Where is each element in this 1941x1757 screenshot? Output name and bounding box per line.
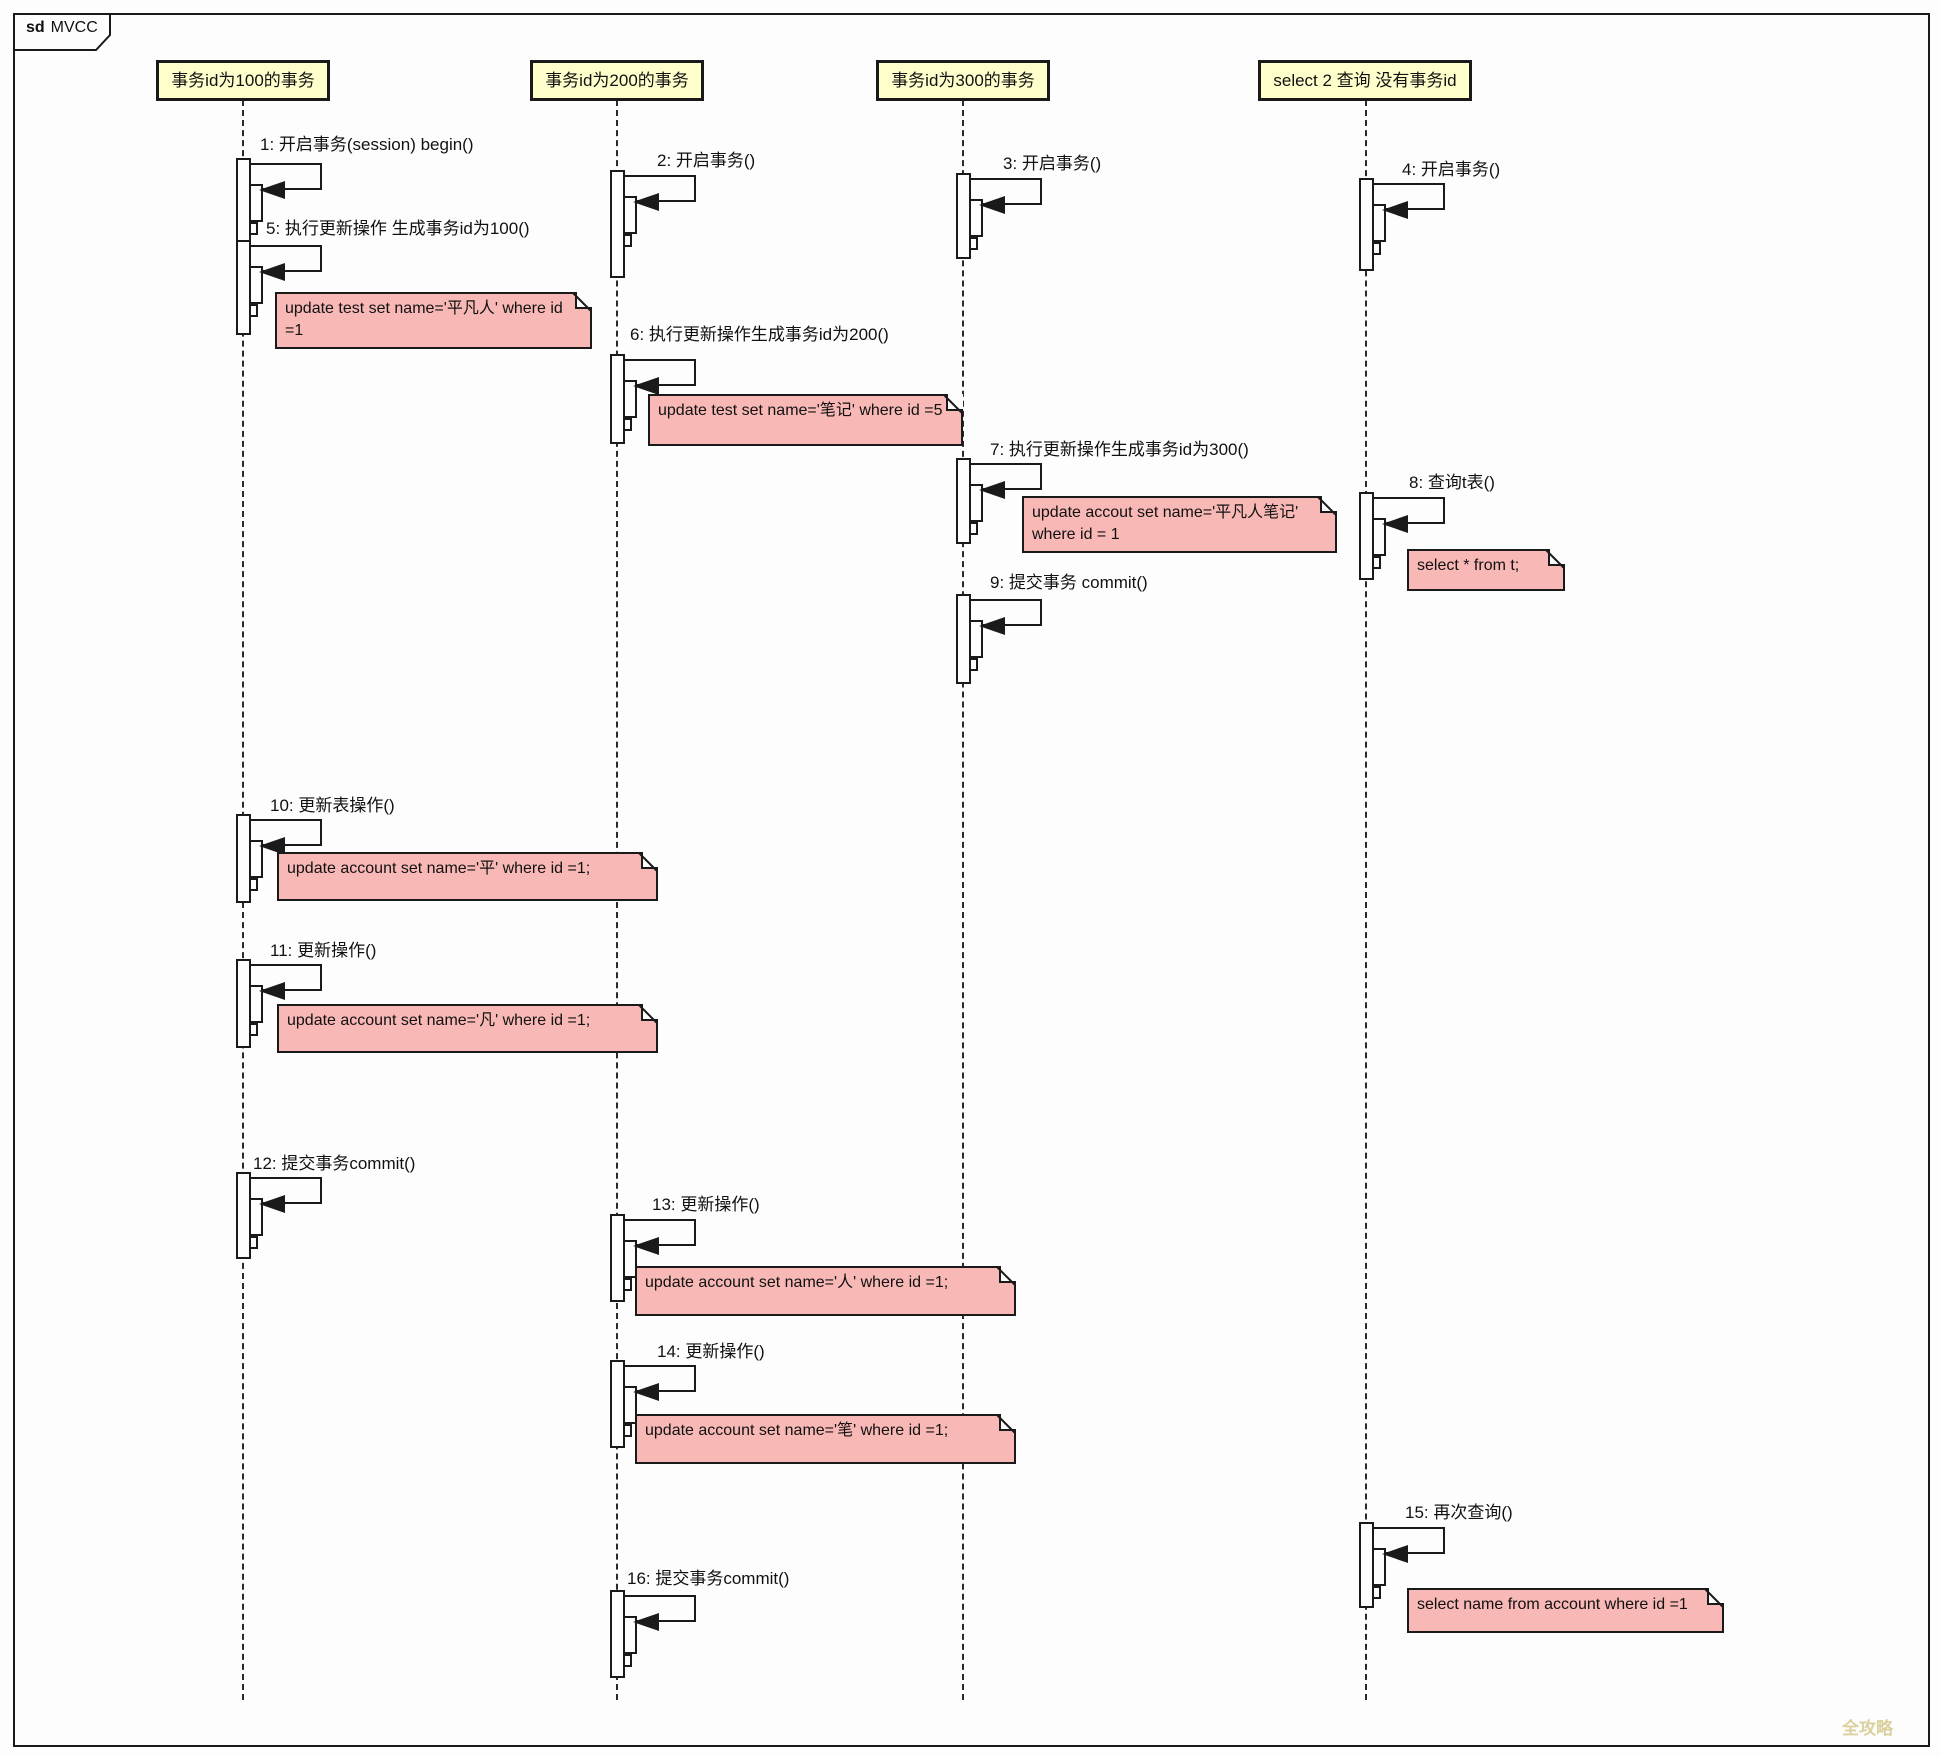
sql-note: update test set name='平凡人' where id =1 bbox=[275, 292, 592, 350]
message-label-1: 1: 开启事务(session) begin() bbox=[260, 135, 474, 154]
self-call-arrow bbox=[624, 1595, 696, 1622]
lifeline-header-tx300: 事务id为300的事务 bbox=[876, 60, 1050, 101]
self-call-arrow bbox=[250, 964, 322, 991]
sql-note-text: update account set name='平' where id =1; bbox=[287, 860, 591, 877]
activation-notch bbox=[249, 222, 258, 235]
message-label-4: 4: 开启事务() bbox=[1402, 160, 1501, 179]
message-label-13: 13: 更新操作() bbox=[652, 1195, 760, 1214]
message-label-7: 7: 执行更新操作生成事务id为300() bbox=[990, 440, 1249, 459]
activation-notch bbox=[249, 1236, 258, 1249]
arrowhead-icon bbox=[1382, 201, 1408, 219]
self-call-arrow bbox=[250, 1177, 322, 1204]
self-call-arrow bbox=[970, 178, 1042, 205]
lifeline-select2 bbox=[1365, 100, 1367, 1700]
activation-notch bbox=[623, 234, 632, 247]
activation-notch bbox=[969, 658, 978, 671]
sql-note-text: update test set name='笔记' where id =5 bbox=[658, 402, 943, 419]
self-call-arrow bbox=[624, 1219, 696, 1246]
message-label-16: 16: 提交事务commit() bbox=[627, 1569, 790, 1588]
activation-notch bbox=[969, 522, 978, 535]
sql-note-text: update accout set name='平凡人笔记' where id … bbox=[1032, 504, 1299, 543]
self-call-arrow bbox=[1373, 497, 1445, 524]
arrowhead-icon bbox=[633, 1613, 659, 1631]
lifeline-header-tx200: 事务id为200的事务 bbox=[530, 60, 704, 101]
arrowhead-icon bbox=[633, 193, 659, 211]
diagram-name: MVCC bbox=[50, 19, 98, 36]
activation-notch bbox=[623, 1654, 632, 1667]
activation-notch bbox=[623, 418, 632, 431]
diagram-frame bbox=[13, 13, 1930, 1747]
arrowhead-icon bbox=[1382, 1545, 1408, 1563]
self-call-arrow bbox=[250, 819, 322, 846]
message-label-5: 5: 执行更新操作 生成事务id为100() bbox=[266, 219, 530, 238]
activation-notch bbox=[623, 1424, 632, 1437]
message-label-12: 12: 提交事务commit() bbox=[253, 1154, 416, 1173]
activation-notch bbox=[249, 1023, 258, 1036]
self-call-arrow bbox=[624, 1365, 696, 1392]
arrowhead-icon bbox=[259, 263, 285, 281]
activation-notch bbox=[623, 1278, 632, 1291]
sql-note-text: select name from account where id =1 bbox=[1417, 1596, 1688, 1613]
sql-note: update account set name='人' where id =1; bbox=[635, 1266, 1016, 1316]
arrowhead-icon bbox=[1382, 515, 1408, 533]
arrowhead-icon bbox=[259, 982, 285, 1000]
arrowhead-icon bbox=[633, 1383, 659, 1401]
sql-note: select name from account where id =1 bbox=[1407, 1588, 1724, 1633]
watermark-text: 全攻略 bbox=[1842, 1719, 1893, 1738]
arrowhead-icon bbox=[259, 1195, 285, 1213]
sql-note-text: update account set name='人' where id =1; bbox=[645, 1274, 949, 1291]
self-call-arrow bbox=[1373, 1527, 1445, 1554]
self-call-arrow bbox=[624, 175, 696, 202]
arrowhead-icon bbox=[633, 377, 659, 395]
self-call-arrow bbox=[624, 359, 696, 386]
lifeline-header-select2: select 2 查询 没有事务id bbox=[1258, 60, 1472, 101]
sql-note-text: update test set name='平凡人' where id =1 bbox=[285, 300, 563, 339]
arrowhead-icon bbox=[259, 837, 285, 855]
message-label-15: 15: 再次查询() bbox=[1405, 1503, 1513, 1522]
activation-notch bbox=[1372, 1586, 1381, 1599]
message-label-8: 8: 查询t表() bbox=[1409, 473, 1495, 492]
sql-note: update account set name='笔' where id =1; bbox=[635, 1414, 1016, 1464]
arrowhead-icon bbox=[979, 196, 1005, 214]
sql-note: select * from t; bbox=[1407, 549, 1565, 591]
message-label-11: 11: 更新操作() bbox=[270, 941, 377, 960]
activation-notch bbox=[249, 304, 258, 317]
diagram-title: sd MVCC bbox=[26, 19, 98, 37]
sql-note-text: select * from t; bbox=[1417, 557, 1520, 574]
sql-note-text: update account set name='笔' where id =1; bbox=[645, 1422, 949, 1439]
self-call-arrow bbox=[250, 163, 322, 190]
activation-notch bbox=[969, 237, 978, 250]
message-label-2: 2: 开启事务() bbox=[657, 151, 756, 170]
activation-notch bbox=[1372, 242, 1381, 255]
message-label-10: 10: 更新表操作() bbox=[270, 796, 395, 815]
sd-keyword: sd bbox=[26, 19, 45, 36]
activation-notch bbox=[249, 878, 258, 891]
arrowhead-icon bbox=[979, 617, 1005, 635]
sql-note: update account set name='凡' where id =1; bbox=[277, 1004, 658, 1053]
sql-note: update account set name='平' where id =1; bbox=[277, 852, 658, 901]
activation-notch bbox=[1372, 556, 1381, 569]
sql-note: update accout set name='平凡人笔记' where id … bbox=[1022, 496, 1337, 554]
sql-note: update test set name='笔记' where id =5 bbox=[648, 394, 963, 446]
self-call-arrow bbox=[970, 463, 1042, 490]
arrowhead-icon bbox=[259, 181, 285, 199]
self-call-arrow bbox=[970, 599, 1042, 626]
message-label-6: 6: 执行更新操作生成事务id为200() bbox=[630, 325, 889, 344]
arrowhead-icon bbox=[633, 1237, 659, 1255]
arrowhead-icon bbox=[979, 481, 1005, 499]
message-label-9: 9: 提交事务 commit() bbox=[990, 573, 1148, 592]
sql-note-text: update account set name='凡' where id =1; bbox=[287, 1012, 591, 1029]
self-call-arrow bbox=[250, 245, 322, 272]
message-label-14: 14: 更新操作() bbox=[657, 1342, 765, 1361]
message-label-3: 3: 开启事务() bbox=[1003, 154, 1102, 173]
frame-title-tab bbox=[13, 13, 111, 51]
lifeline-header-tx100: 事务id为100的事务 bbox=[156, 60, 330, 101]
lifeline-tx300 bbox=[962, 100, 964, 1700]
self-call-arrow bbox=[1373, 183, 1445, 210]
